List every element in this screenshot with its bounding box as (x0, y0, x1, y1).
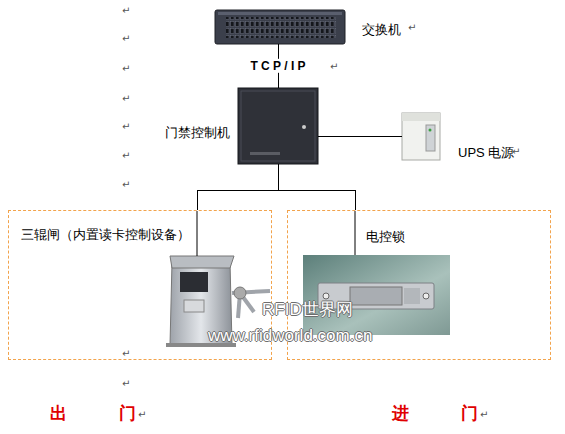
paragraph-mark: ↵ (122, 63, 130, 75)
device-wire (197, 211, 198, 256)
paragraph-mark: ↵ (122, 121, 130, 133)
switch-picture (215, 10, 345, 44)
cabinet-body (238, 88, 318, 164)
lock-screw (323, 293, 329, 299)
lock-picture (303, 255, 450, 335)
paragraph-mark: ↵ (512, 146, 520, 158)
paragraph-mark: ↵ (408, 22, 416, 34)
lock-body (350, 287, 402, 305)
ups-top (402, 113, 440, 121)
lock-screw (423, 293, 429, 299)
device-wire (355, 211, 356, 255)
cabinet-lock (302, 125, 306, 129)
paragraph-mark: ↵ (480, 409, 488, 421)
switch-edge (218, 12, 342, 15)
paragraph-mark: ↵ (122, 179, 130, 191)
ups-node: UPS 电源 (402, 113, 440, 160)
paragraph-mark: ↵ (330, 61, 338, 73)
paragraph-mark: ↵ (122, 150, 130, 162)
controller-node: 门禁控制机 (238, 88, 318, 164)
controller-picture (238, 88, 318, 164)
ups-panel (426, 125, 435, 151)
connector-line (318, 136, 402, 137)
paragraph-mark: ↵ (138, 409, 146, 421)
lock-strike (404, 288, 420, 304)
direction-label: 出 门 (50, 404, 136, 424)
watermark: www.rfidworld.com.cn (208, 326, 372, 346)
switch-ports (226, 17, 336, 38)
lock-photo (303, 255, 450, 335)
card-reader (184, 300, 204, 312)
paragraph-mark: ↵ (122, 378, 130, 390)
connector-label: T C P / I P (248, 59, 307, 73)
connector-line (197, 164, 278, 210)
node-label: 门禁控制机 (165, 125, 230, 141)
paragraph-mark: ↵ (122, 348, 130, 360)
cabinet-plate (250, 152, 280, 155)
ups-body (402, 113, 440, 160)
turnstile-screen (180, 272, 208, 292)
node-label: 三辊闸（内置读卡控制设备） (21, 227, 190, 243)
watermark: RFID世界网 (262, 300, 353, 320)
direction-label: 进 门 (392, 404, 478, 424)
cabinet-door (241, 91, 315, 161)
node-label: 交换机 (362, 22, 401, 38)
ups-picture (402, 113, 440, 160)
node-label: 电控锁 (366, 229, 405, 245)
paragraph-mark: ↵ (122, 5, 130, 17)
turnstile-hub (234, 287, 246, 299)
switch-node: 交换机 (215, 10, 345, 44)
paragraph-mark: ↵ (122, 93, 130, 105)
paragraph-mark: ↵ (122, 33, 130, 45)
switch-body (215, 10, 345, 44)
turnstile-cap (170, 256, 234, 268)
node-label: UPS 电源 (458, 145, 514, 161)
connector-line (278, 164, 355, 210)
ups-led (429, 129, 432, 132)
